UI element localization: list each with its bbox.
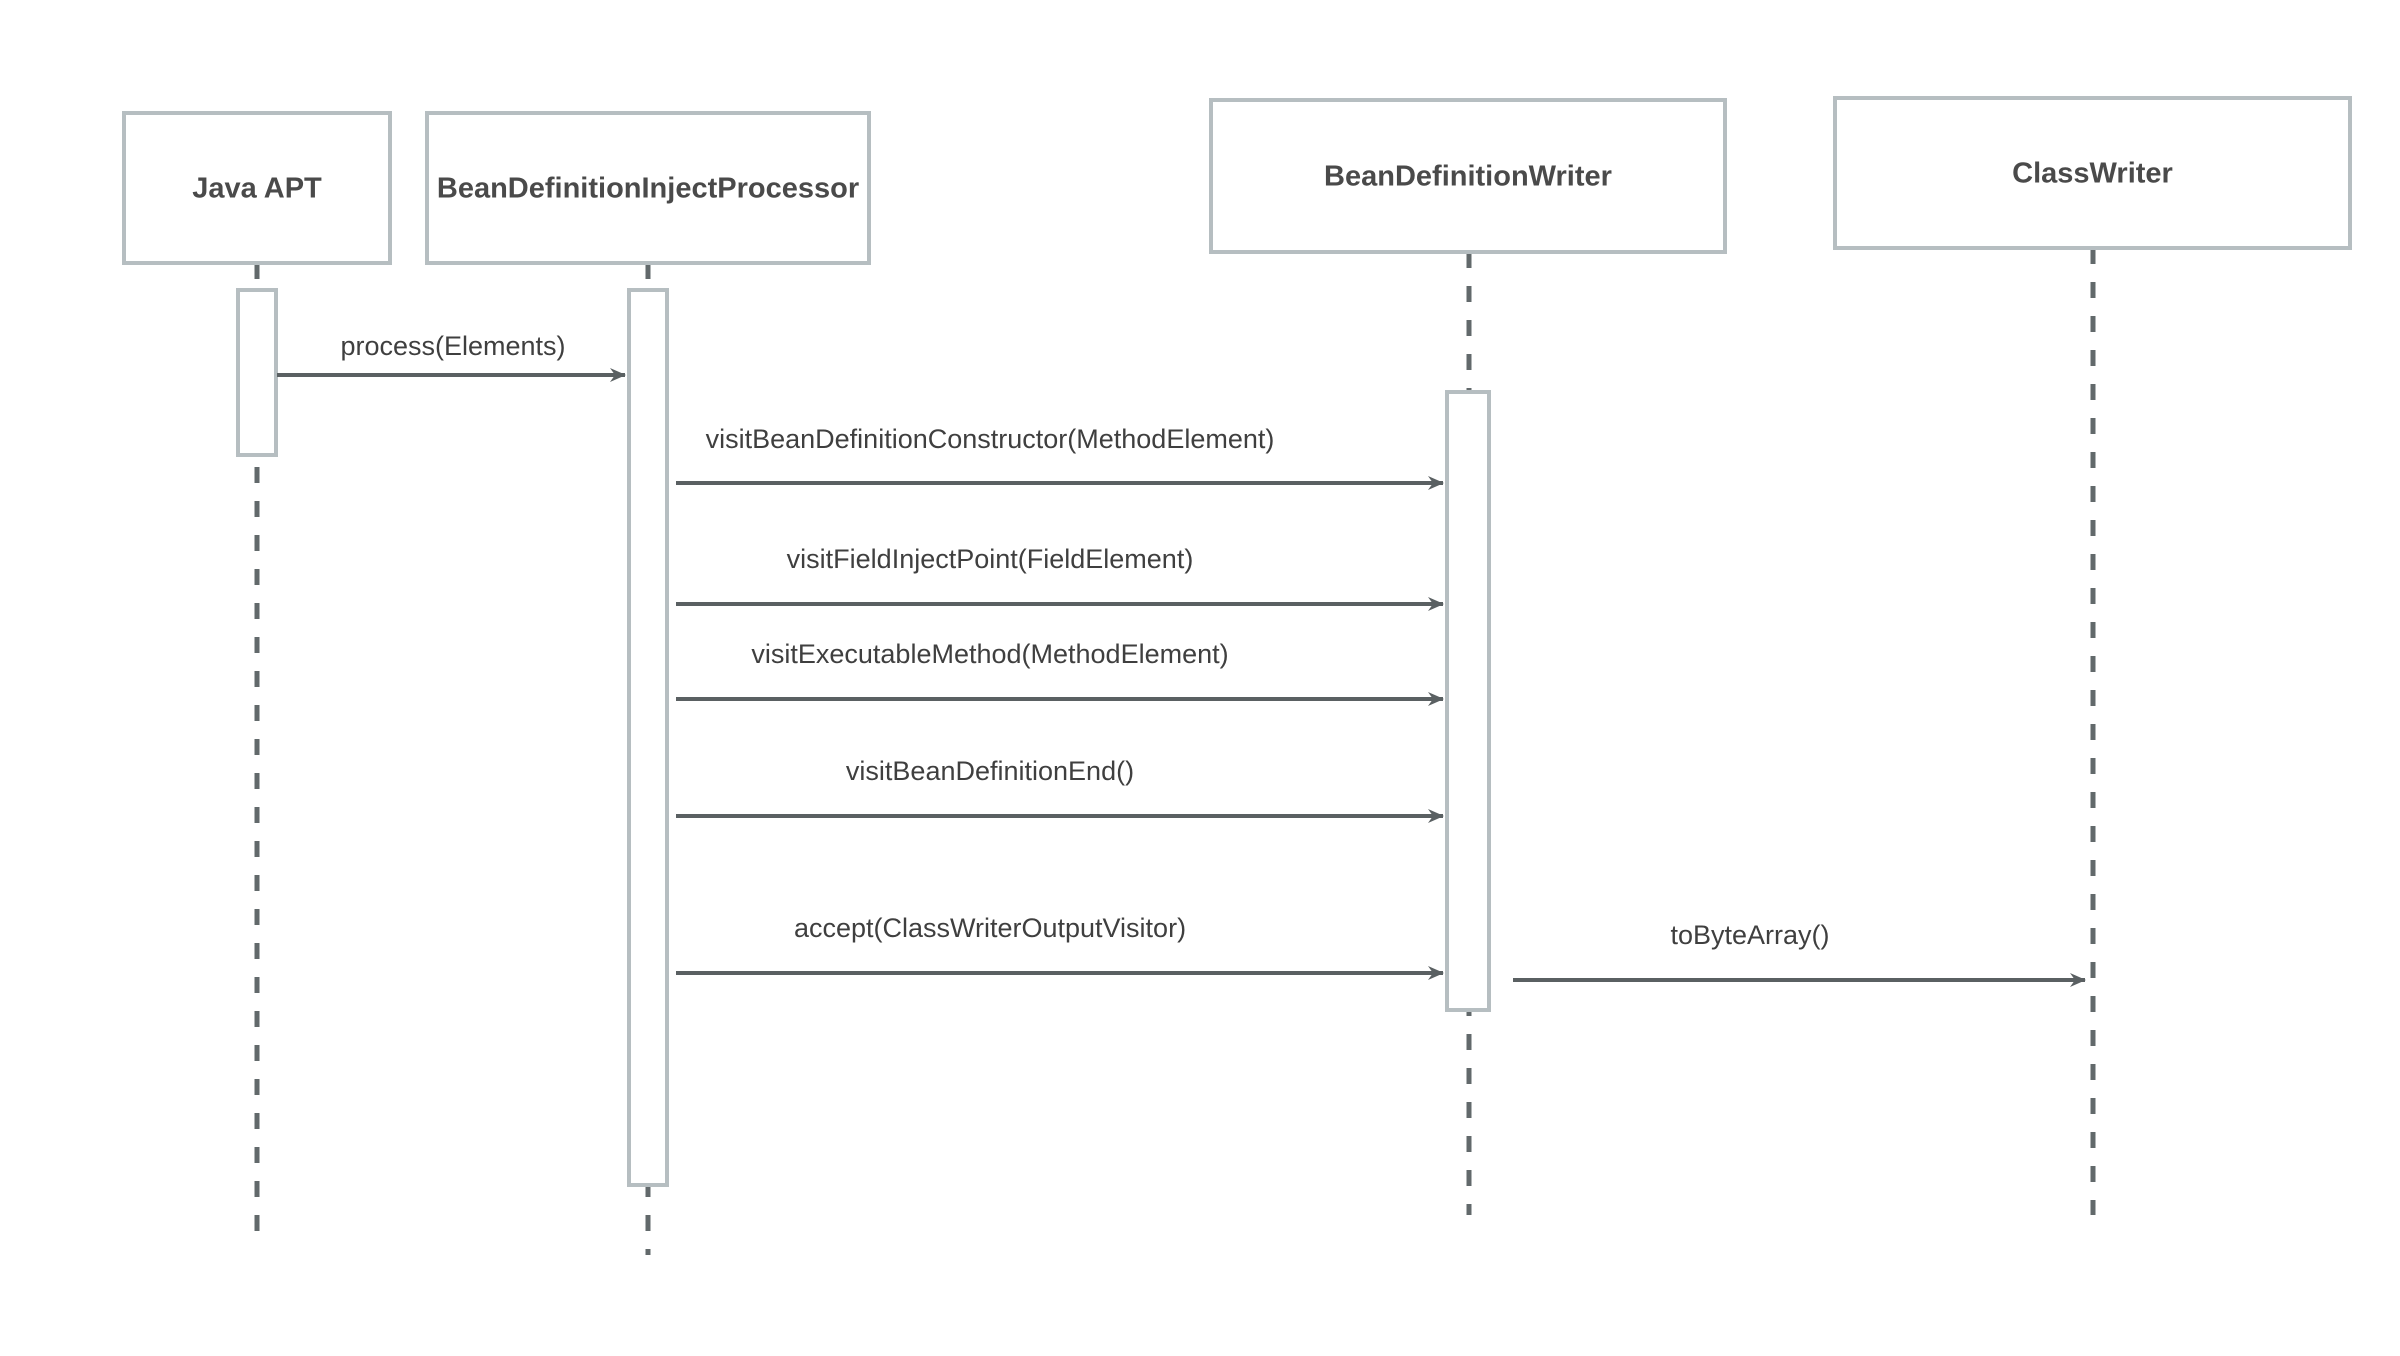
lifelines-layer xyxy=(254,248,2096,1255)
message-label-msg-visit-bean-definition-constructor: visitBeanDefinitionConstructor(MethodEle… xyxy=(706,424,1275,454)
message-label-msg-to-byte-array: toByteArray() xyxy=(1670,920,1829,950)
participant-java-apt[interactable]: Java APT xyxy=(122,111,392,265)
message-label-msg-visit-field-inject-point: visitFieldInjectPoint(FieldElement) xyxy=(787,544,1194,574)
message-label-msg-process: process(Elements) xyxy=(340,331,565,361)
message-msg-process[interactable]: process(Elements) xyxy=(277,331,626,382)
participant-label-bean-definition-inject-processor: BeanDefinitionInjectProcessor xyxy=(437,173,859,205)
message-msg-visit-field-inject-point[interactable]: visitFieldInjectPoint(FieldElement) xyxy=(676,544,1444,611)
activation-java-apt[interactable] xyxy=(236,288,278,457)
activation-processor[interactable] xyxy=(627,288,669,1187)
message-msg-visit-bean-definition-end[interactable]: visitBeanDefinitionEnd() xyxy=(676,756,1444,823)
participant-box-class-writer xyxy=(1833,96,2352,250)
participant-bean-definition-inject-processor[interactable]: BeanDefinitionInjectProcessor xyxy=(425,111,871,265)
activations-layer xyxy=(236,288,1491,1187)
message-label-msg-visit-bean-definition-end: visitBeanDefinitionEnd() xyxy=(846,756,1134,786)
message-label-msg-accept: accept(ClassWriterOutputVisitor) xyxy=(794,913,1186,943)
participants-layer: Java APT BeanDefinitionInjectProcessor Bea… xyxy=(122,96,2352,265)
message-msg-visit-executable-method[interactable]: visitExecutableMethod(MethodElement) xyxy=(676,639,1444,706)
participant-box-java-apt xyxy=(122,111,392,265)
messages-layer: process(Elements) visitBeanDefinitionCons… xyxy=(277,331,2086,987)
participant-box-bean-definition-inject-processor xyxy=(425,111,871,265)
participant-class-writer[interactable]: ClassWriter xyxy=(1833,96,2352,250)
message-msg-accept[interactable]: accept(ClassWriterOutputVisitor) xyxy=(676,913,1444,980)
participant-label-class-writer: ClassWriter xyxy=(2012,158,2173,190)
participant-label-java-apt: Java APT xyxy=(192,173,322,205)
message-label-msg-visit-executable-method: visitExecutableMethod(MethodElement) xyxy=(751,639,1228,669)
participant-bean-definition-writer[interactable]: BeanDefinitionWriter xyxy=(1209,98,1727,254)
activation-writer[interactable] xyxy=(1445,390,1491,1012)
message-msg-to-byte-array[interactable]: toByteArray() xyxy=(1513,920,2086,987)
participant-label-bean-definition-writer: BeanDefinitionWriter xyxy=(1324,161,1612,193)
participant-box-bean-definition-writer xyxy=(1209,98,1727,254)
message-msg-visit-bean-definition-constructor[interactable]: visitBeanDefinitionConstructor(MethodEle… xyxy=(676,424,1444,490)
